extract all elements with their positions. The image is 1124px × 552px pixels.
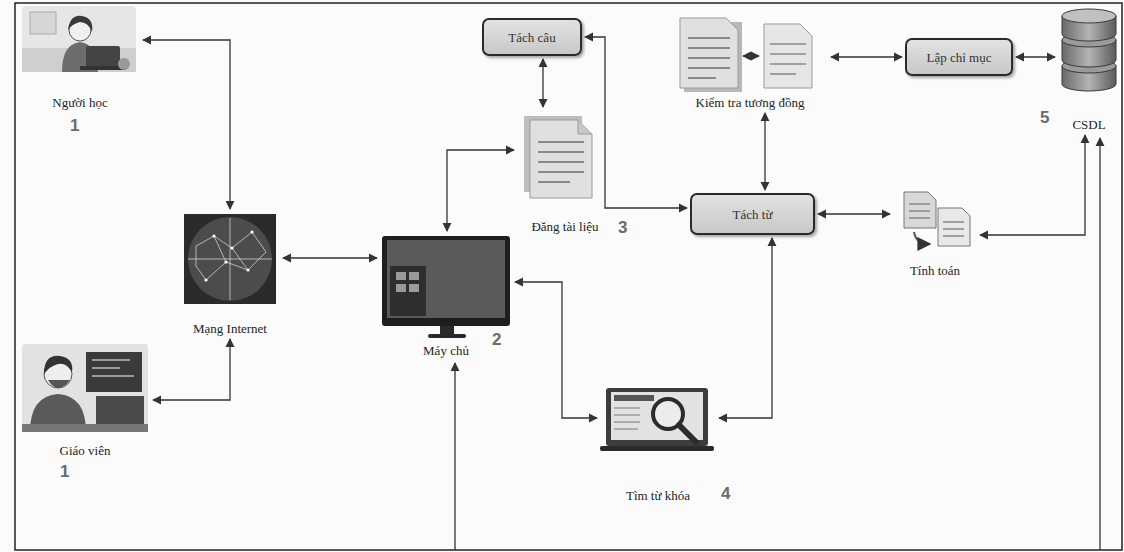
server-monitor-icon <box>382 236 510 338</box>
internet-globe-icon <box>184 214 276 304</box>
similarity-documents-icon <box>680 18 812 92</box>
teacher-icon <box>22 344 148 432</box>
node-caption: Tìm từ khóa <box>626 488 690 503</box>
connector-arrow <box>153 339 230 400</box>
upload-node: Đăng tài liệu <box>517 110 613 234</box>
node-caption: Mạng Internet <box>193 321 267 336</box>
connector-arrow <box>515 282 597 418</box>
computation-icon <box>904 192 970 246</box>
callout-number: 1 <box>70 116 79 136</box>
node-caption: Máy chủ <box>423 343 469 358</box>
connector-arrow <box>1016 56 1055 57</box>
internet-node: Mạng Internet <box>180 212 280 336</box>
callout-number: 5 <box>1040 108 1049 128</box>
connector-arrow <box>719 238 772 418</box>
document-icon <box>524 116 592 198</box>
computation-node: Tính toán <box>893 188 977 278</box>
node-caption: Tính toán <box>910 263 960 278</box>
connector-arrow <box>818 213 890 214</box>
learner-node: Người học <box>20 5 140 110</box>
node-caption: Người học <box>52 95 107 110</box>
process-box: Tách từ <box>690 193 815 235</box>
connector-arrow <box>447 150 514 231</box>
learner-icon <box>22 6 136 72</box>
callout-number: 3 <box>618 218 627 238</box>
leader-line <box>1099 138 1100 550</box>
similarity-check-node: Kiểm tra tương đồng <box>672 15 828 110</box>
process-box: Tách câu <box>482 18 582 56</box>
node-caption: Giáo viên <box>60 443 111 458</box>
keyword-search-node: Tìm từ khóa <box>600 383 716 503</box>
database-icon <box>1062 9 1116 91</box>
connector-arrow <box>143 40 230 209</box>
connector-arrow <box>831 56 902 57</box>
callout-number: 4 <box>721 484 730 504</box>
database-node: CSDL <box>1058 5 1120 132</box>
callout-number: 2 <box>492 330 501 350</box>
node-caption: Kiểm tra tương đồng <box>696 95 805 110</box>
callout-number: 1 <box>60 462 69 482</box>
connector-arrow <box>283 257 377 258</box>
box-label: Tách câu <box>508 30 555 45</box>
box-label: Tách từ <box>733 207 773 222</box>
keyword-search-icon <box>600 388 714 451</box>
teacher-node: Giáo viên <box>20 342 150 458</box>
process-box: Lập chỉ mục <box>905 38 1013 76</box>
node-caption: CSDL <box>1072 117 1105 132</box>
connector-arrow <box>980 135 1085 235</box>
outer-frame <box>15 3 1122 550</box>
box-label: Lập chỉ mục <box>927 50 992 65</box>
connector-arrow <box>542 59 543 107</box>
connector-arrow <box>585 37 687 208</box>
connector-arrow <box>764 113 765 190</box>
node-caption: Đăng tài liệu <box>531 219 598 234</box>
leader-line <box>454 363 455 550</box>
